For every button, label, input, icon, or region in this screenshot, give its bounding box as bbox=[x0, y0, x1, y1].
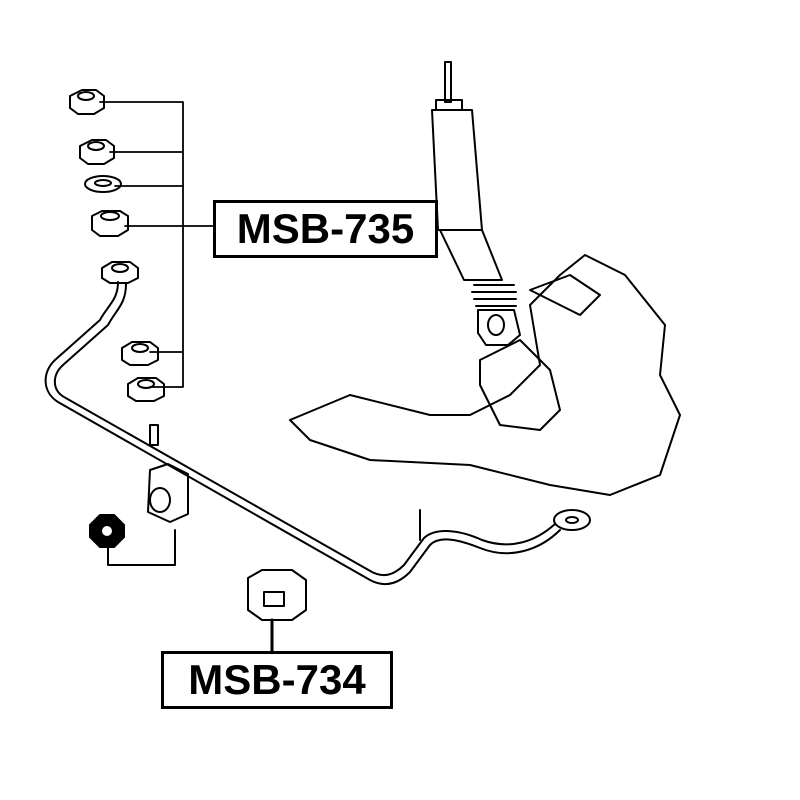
part-label-msb-735: MSB-735 bbox=[213, 200, 438, 258]
subframe bbox=[289, 254, 681, 541]
leader-lines-upper bbox=[99, 101, 214, 388]
stabilizer-bar bbox=[44, 281, 561, 586]
link-bracket bbox=[89, 424, 189, 566]
part-label-msb-734: MSB-734 bbox=[161, 651, 393, 709]
shock-absorber bbox=[431, 61, 521, 346]
bushing-stack bbox=[69, 89, 165, 402]
bushing-lower bbox=[247, 569, 307, 653]
